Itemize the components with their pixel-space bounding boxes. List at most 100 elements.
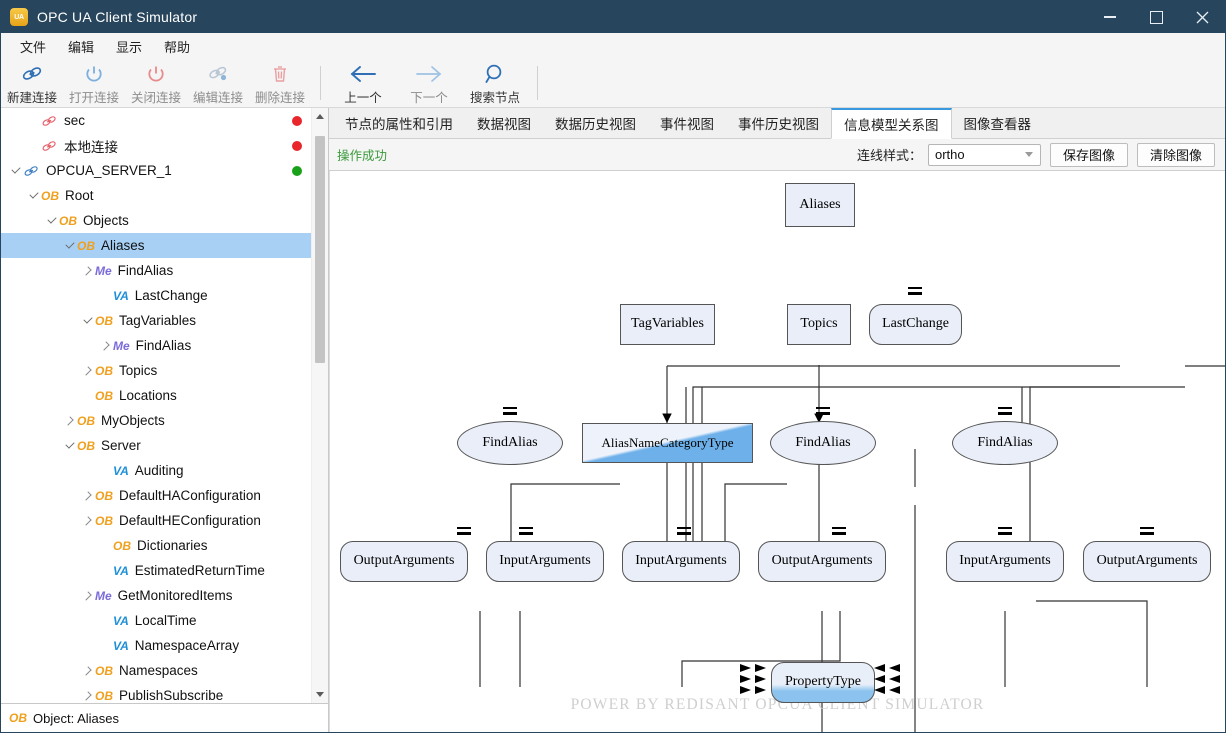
tab-item[interactable]: 事件历史视图 — [726, 108, 831, 138]
minimize-button[interactable] — [1087, 1, 1133, 33]
tab-item[interactable]: 图像查看器 — [952, 108, 1044, 138]
save-image-button[interactable]: 保存图像 — [1049, 142, 1128, 167]
chevron-down-icon[interactable] — [27, 193, 41, 198]
edit-connection-button[interactable]: 编辑连接 — [187, 60, 249, 106]
chevron-down-icon[interactable] — [9, 168, 23, 173]
diagram-node-fa1[interactable]: FindAlias — [457, 421, 563, 465]
chevron-right-icon[interactable] — [99, 342, 113, 350]
diagram-node-lastchg[interactable]: LastChange — [869, 304, 962, 345]
chevron-down-icon[interactable] — [81, 318, 95, 323]
delete-connection-button[interactable]: 删除连接 — [249, 60, 311, 106]
scroll-down-button[interactable] — [312, 686, 328, 703]
chevron-down-icon[interactable] — [63, 243, 77, 248]
chevron-right-icon[interactable] — [81, 492, 95, 500]
close-connection-button[interactable]: 关闭连接 — [125, 60, 187, 106]
diagram-node-label: OutputArguments — [1096, 553, 1198, 569]
diagram-node-tagvars[interactable]: TagVariables — [620, 304, 715, 345]
chevron-right-icon[interactable] — [63, 417, 77, 425]
diagram-node-oa3[interactable]: OutputArguments — [1083, 541, 1211, 582]
diagram-node-topics[interactable]: Topics — [787, 304, 851, 345]
tree-scrollbar[interactable] — [311, 108, 328, 703]
tab-item[interactable]: 事件视图 — [648, 108, 726, 138]
tree-item-sec[interactable]: sec — [1, 108, 312, 133]
tree-item-opcua-server-1[interactable]: OPCUA_SERVER_1 — [1, 158, 312, 183]
tree-item-label: DefaultHEConfiguration — [119, 513, 261, 528]
chevron-right-icon[interactable] — [81, 267, 95, 275]
prev-node-button[interactable]: 上一个 — [330, 60, 396, 106]
tab-item[interactable]: 数据视图 — [465, 108, 543, 138]
diagram-node-aliases[interactable]: Aliases — [785, 183, 855, 227]
line-style-value: ortho — [934, 147, 965, 162]
close-button[interactable] — [1179, 1, 1225, 33]
diagram-node-ia2[interactable]: InputArguments — [622, 541, 740, 582]
tab-bar: 节点的属性和引用数据视图数据历史视图事件视图事件历史视图信息模型关系图图像查看器 — [329, 108, 1225, 139]
tree-item-label: OPCUA_SERVER_1 — [46, 163, 172, 178]
tab-label: 数据历史视图 — [555, 117, 636, 132]
diagram-node-ia3[interactable]: InputArguments — [946, 541, 1064, 582]
link-edit-icon — [207, 62, 229, 86]
open-connection-button[interactable]: 打开连接 — [63, 60, 125, 106]
search-node-button[interactable]: 搜索节点 — [462, 60, 528, 106]
chevron-right-icon[interactable] — [81, 517, 95, 525]
menu-view[interactable]: 显示 — [116, 39, 143, 55]
diagram-node-fa2[interactable]: FindAlias — [770, 421, 876, 465]
scrollbar-thumb[interactable] — [315, 136, 325, 363]
chevron-right-icon[interactable] — [81, 667, 95, 675]
chevron-right-icon[interactable] — [81, 692, 95, 700]
line-style-select[interactable]: ortho — [927, 143, 1041, 166]
maximize-button[interactable] — [1133, 1, 1179, 33]
diagram-node-proptype[interactable]: PropertyType — [771, 662, 875, 703]
chevron-right-icon[interactable] — [81, 367, 95, 375]
diagram-node-label: FindAlias — [977, 434, 1033, 450]
scroll-up-button[interactable] — [312, 108, 328, 125]
diagram-node-oa1[interactable]: OutputArguments — [340, 541, 468, 582]
tab-item[interactable]: 节点的属性和引用 — [333, 108, 465, 138]
diagram-node-ia1[interactable]: InputArguments — [486, 541, 604, 582]
diagram-arrow-cluster-right — [874, 664, 908, 701]
status-dot-offline — [292, 115, 302, 126]
tab-active[interactable]: 信息模型关系图 — [831, 108, 952, 139]
tab-item[interactable]: 数据历史视图 — [543, 108, 648, 138]
diagram-canvas-wrap[interactable]: POWER BY REDISANT OPCUA CLIENT SIMULATOR… — [329, 171, 1225, 732]
chevron-down-icon[interactable] — [45, 218, 59, 223]
tree-item--[interactable]: 本地连接 — [1, 133, 312, 158]
diagram-node-oa2[interactable]: OutputArguments — [758, 541, 886, 582]
chevron-right-icon[interactable] — [81, 592, 95, 600]
clear-image-button[interactable]: 清除图像 — [1136, 142, 1215, 167]
chevron-down-icon[interactable] — [63, 443, 77, 448]
menu-file[interactable]: 文件 — [20, 39, 47, 55]
menu-edit[interactable]: 编辑 — [68, 39, 95, 55]
diagram-node-fa3[interactable]: FindAlias — [952, 421, 1058, 465]
next-node-button[interactable]: 下一个 — [396, 60, 462, 106]
diagram-node-anct[interactable]: AliasNameCategoryType — [582, 423, 753, 463]
diagram-canvas[interactable]: POWER BY REDISANT OPCUA CLIENT SIMULATOR… — [330, 171, 1225, 732]
tab-label: 图像查看器 — [963, 117, 1032, 132]
new-connection-button[interactable]: 新建连接 — [1, 60, 63, 106]
diagram-node-label: InputArguments — [499, 553, 591, 569]
tree-item-label: FindAlias — [117, 263, 174, 278]
search-icon — [484, 62, 506, 86]
menu-help[interactable]: 帮助 — [164, 39, 191, 55]
